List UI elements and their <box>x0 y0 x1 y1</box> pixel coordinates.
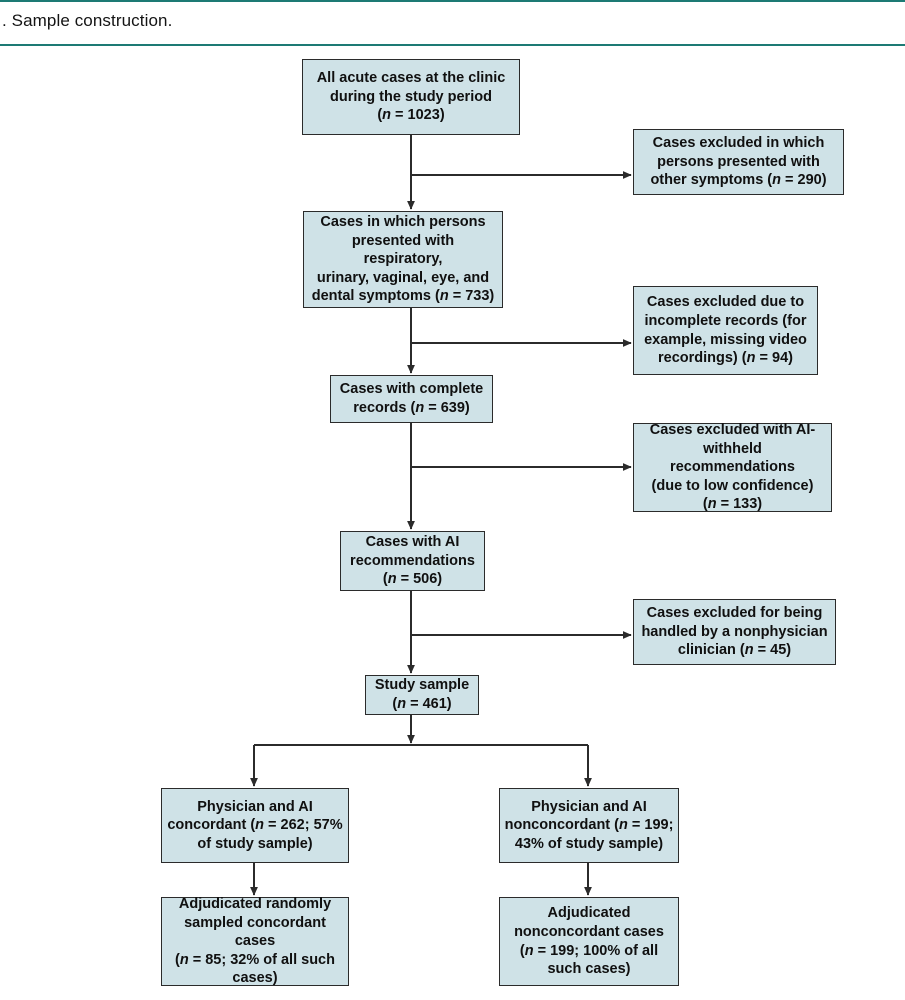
node-line: Cases excluded due to <box>646 294 805 311</box>
node-line: (due to low confidence) <box>651 477 814 494</box>
node-complete-records[interactable]: Cases with complete records (n = 639) <box>330 375 493 423</box>
node-line-count: (n = 85; 32% of all such <box>175 951 335 968</box>
node-line-count: (n = 506) <box>382 571 443 588</box>
node-line: example, missing video <box>644 331 807 348</box>
node-line: presented with respiratory, <box>351 232 455 268</box>
node-line: Physician and AI <box>531 798 647 815</box>
figure-caption: . Sample construction. <box>2 11 173 30</box>
node-line: cases) <box>232 970 278 987</box>
node-line: handled by a nonphysician <box>641 623 828 640</box>
node-adjudicated-nonconcordant[interactable]: Adjudicated nonconcordant cases (n = 199… <box>499 897 679 986</box>
node-study-sample[interactable]: Study sample (n = 461) <box>365 675 479 715</box>
node-line: incomplete records (for <box>644 312 807 329</box>
node-line-count: (n = 1023) <box>377 107 445 124</box>
node-line-count: nonconcordant (n = 199; <box>504 817 674 834</box>
node-line: of study sample) <box>197 835 313 852</box>
node-ai-recommendations[interactable]: Cases with AI recommendations (n = 506) <box>340 531 485 591</box>
node-line: 43% of study sample) <box>514 835 664 852</box>
node-line: Adjudicated randomly <box>178 896 332 913</box>
node-line: nonconcordant cases <box>514 923 664 940</box>
node-excluded-incomplete-records[interactable]: Cases excluded due to incomplete records… <box>633 286 818 375</box>
node-line-count: concordant (n = 262; 57% <box>167 817 343 834</box>
node-line: Cases excluded with AI- <box>649 422 816 439</box>
node-line-count: clinician (n = 45) <box>677 642 792 659</box>
node-line: sampled concordant cases <box>184 914 326 950</box>
node-physician-ai-nonconcordant[interactable]: Physician and AI nonconcordant (n = 199;… <box>499 788 679 863</box>
node-adjudicated-concordant[interactable]: Adjudicated randomly sampled concordant … <box>161 896 349 987</box>
node-line: withheld recommendations <box>670 440 795 476</box>
node-line-count: (n = 199; 100% of all <box>519 942 659 959</box>
node-line-count: dental symptoms (n = 733) <box>311 288 495 305</box>
flowchart: All acute cases at the clinic during the… <box>0 46 905 1000</box>
figure-header: . Sample construction. <box>0 0 905 46</box>
node-line: recommendations <box>350 552 475 569</box>
node-excluded-ai-withheld[interactable]: Cases excluded with AI- withheld recomme… <box>633 422 832 513</box>
node-line: Cases with complete <box>339 381 484 398</box>
node-line: Cases in which persons <box>320 214 486 231</box>
node-physician-ai-concordant[interactable]: Physician and AI concordant (n = 262; 57… <box>161 788 349 863</box>
node-excluded-other-symptoms[interactable]: Cases excluded in which persons presente… <box>633 129 844 195</box>
node-line-count: other symptoms (n = 290) <box>650 172 827 189</box>
node-line: Cases excluded in which <box>652 135 825 152</box>
node-line-count: records (n = 639) <box>353 400 470 416</box>
node-line: Cases with AI <box>365 534 460 551</box>
node-line: All acute cases at the clinic <box>316 70 506 87</box>
node-line: urinary, vaginal, eye, and <box>316 269 490 286</box>
node-line: such cases) <box>547 961 631 978</box>
node-line: Adjudicated <box>547 905 631 922</box>
node-all-acute-cases[interactable]: All acute cases at the clinic during the… <box>302 59 520 135</box>
node-line: during the study period <box>330 88 492 105</box>
node-target-symptom-cases[interactable]: Cases in which persons presented with re… <box>303 211 503 308</box>
node-line-count: (n = 133) <box>702 496 763 513</box>
node-line: Study sample <box>374 677 470 694</box>
node-line-count: (n = 461) <box>392 696 452 712</box>
node-excluded-nonphysician[interactable]: Cases excluded for being handled by a no… <box>633 599 836 665</box>
node-line: Cases excluded for being <box>646 605 823 622</box>
node-line-count: recordings) (n = 94) <box>658 350 793 367</box>
node-line: Physician and AI <box>197 798 313 815</box>
node-line: persons presented with <box>657 153 820 170</box>
